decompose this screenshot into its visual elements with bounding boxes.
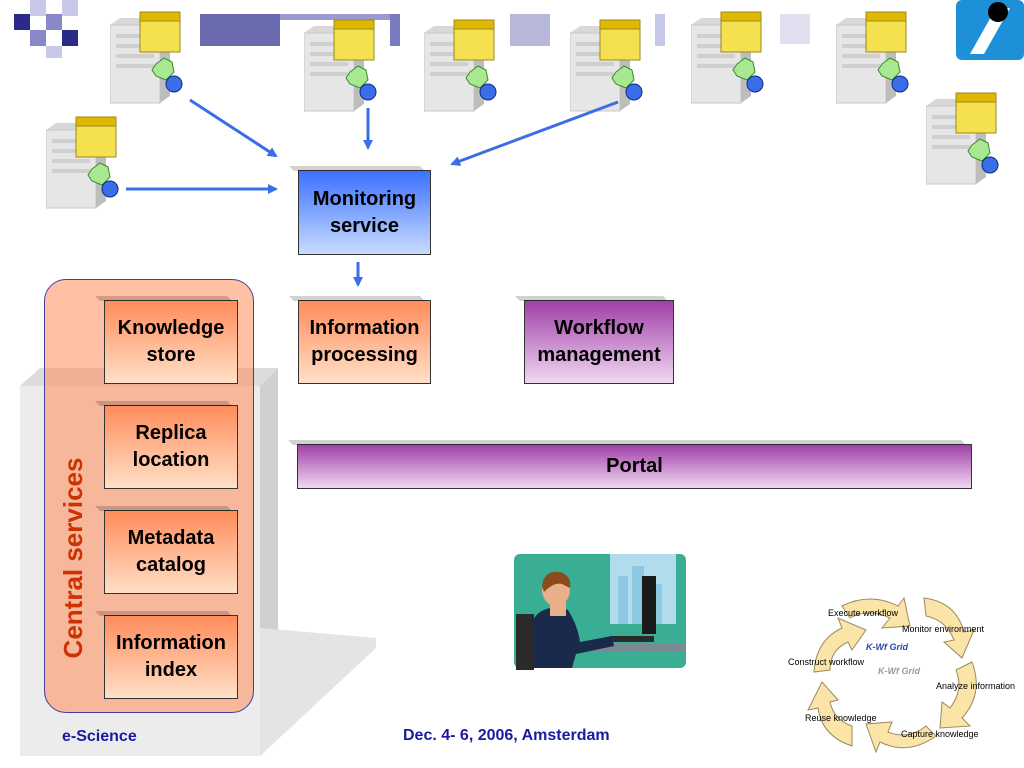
portal-bar: Portal <box>297 444 972 489</box>
arrow <box>189 98 278 158</box>
header-band <box>200 14 670 46</box>
cycle-step-label: Execute workflow <box>828 608 899 618</box>
cycle-step-label: Reuse knowledge <box>805 713 877 723</box>
organization-logo <box>956 0 1024 60</box>
footer-left-text: e-Science <box>62 728 137 745</box>
replica-location-box: Replica location <box>104 405 238 489</box>
knowledge-store-box: Knowledge store <box>104 300 238 384</box>
kwf-grid-logo: K-Wf Grid <box>878 666 920 676</box>
central-services-label: Central services <box>58 457 88 659</box>
user-illustration <box>514 540 686 670</box>
arrow <box>450 100 619 166</box>
decor-square <box>780 14 810 44</box>
workflow-management-box: Workflow management <box>524 300 674 384</box>
arrows-layer <box>126 98 619 287</box>
workflow-cycle-diagram: K-Wf Grid K-Wf Grid Execute workflow Mon… <box>786 586 1024 762</box>
cycle-step-label: Monitor environment <box>902 624 985 634</box>
cycle-step-label: Analyze information <box>936 681 1016 691</box>
cycle-step-label: Construct workflow <box>788 657 865 667</box>
kwf-grid-logo: K-Wf Grid <box>866 642 908 652</box>
monitoring-service-box: Monitoring service <box>298 170 431 255</box>
metadata-catalog-box: Metadata catalog <box>104 510 238 594</box>
information-index-box: Information index <box>104 615 238 699</box>
footer-date-location: Dec. 4- 6, 2006, Amsterdam <box>403 727 610 744</box>
information-processing-box: Information processing <box>298 300 431 384</box>
decor-checker <box>0 0 100 60</box>
cycle-step-label: Capture knowledge <box>901 729 979 739</box>
